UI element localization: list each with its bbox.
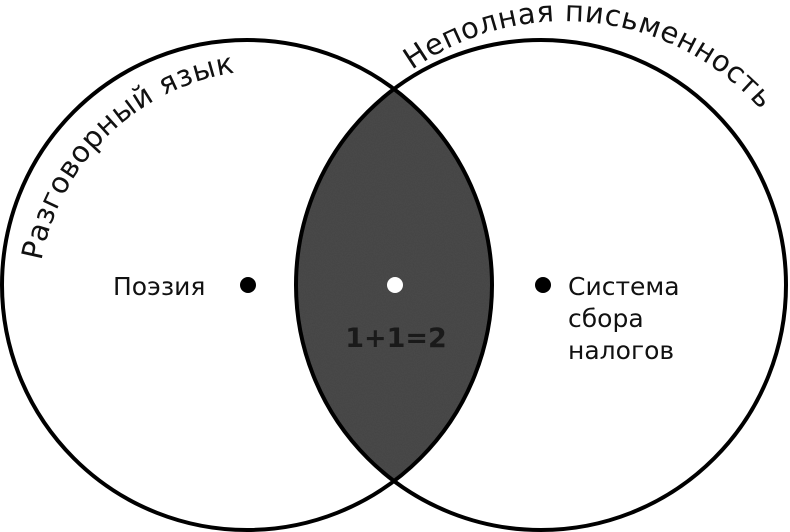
left-set-circle <box>0 38 494 532</box>
left-set-label: Разговорный язык <box>15 46 237 262</box>
intersection-dot-icon <box>387 277 403 293</box>
right-set-circle <box>294 38 788 532</box>
tax-system-label: Система сбора налогов <box>568 272 688 365</box>
intersection-region <box>296 40 492 530</box>
intersection-label: 1+1=2 <box>345 323 447 354</box>
poetry-dot-icon <box>240 277 256 293</box>
tax-system-dot-icon <box>535 277 551 293</box>
poetry-label: Поэзия <box>113 272 205 301</box>
